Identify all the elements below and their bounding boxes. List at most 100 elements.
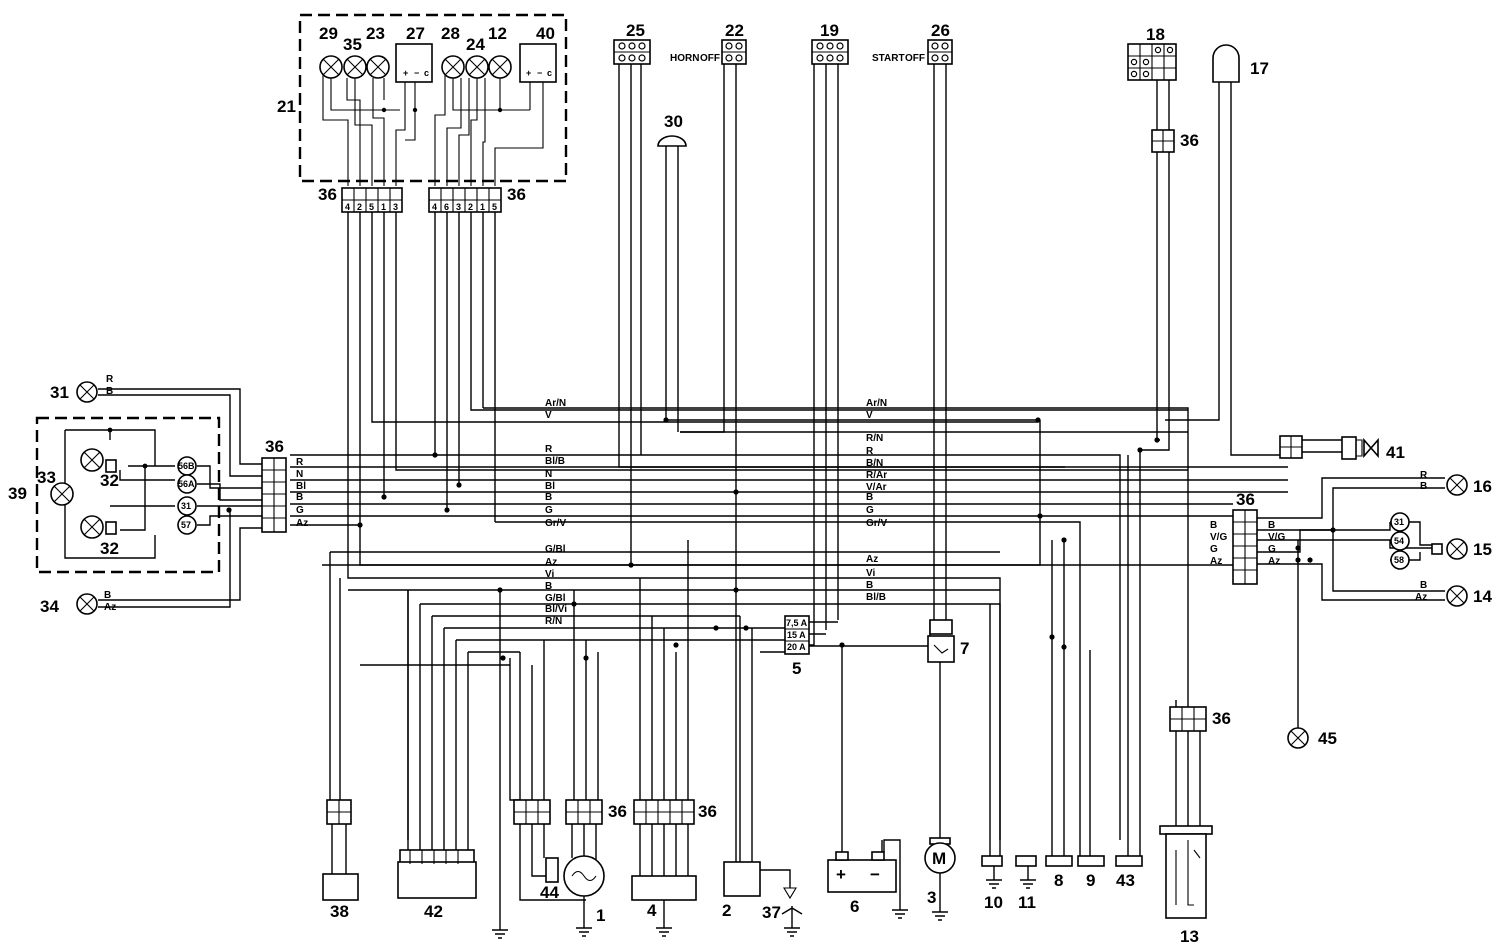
svg-text:6: 6 [850,897,859,916]
svg-text:Ar/N: Ar/N [545,398,566,409]
connector-36-left [341,187,403,213]
svg-text:11: 11 [1018,893,1036,912]
pin-56a: 56A [178,479,195,489]
gauge27-c: c [424,68,429,78]
component-38 [322,799,359,901]
svg-text:36: 36 [698,802,717,821]
svg-text:36: 36 [265,437,284,456]
svg-text:Az: Az [1268,556,1280,567]
connector-36-front [261,457,287,533]
svg-text:31: 31 [50,383,69,402]
alternator-1 [563,855,605,928]
svg-text:G: G [1268,544,1276,555]
svg-text:36: 36 [1180,131,1199,150]
component-4 [631,875,697,901]
svg-text:G: G [545,505,553,516]
svg-text:29: 29 [319,24,338,43]
svg-text:17: 17 [1250,59,1269,78]
svg-text:Gr/V: Gr/V [545,518,566,529]
svg-text:25: 25 [626,21,645,40]
main-bus [290,407,1288,860]
gauge40-plus: + [526,68,531,78]
svg-text:V: V [545,410,552,421]
svg-text:G/Bl: G/Bl [545,593,566,604]
pin-tail-31: 31 [1394,517,1404,527]
svg-text:26: 26 [931,21,950,40]
switch-22 [721,39,747,65]
pin-l4: 1 [381,202,386,212]
svg-text:Bl/B: Bl/B [545,456,565,467]
switch-19 [811,39,849,65]
connector-36-upper-right [1151,129,1175,153]
svg-text:5: 5 [792,659,801,678]
pin-tail-54: 54 [1394,536,1404,546]
front-wires [64,388,262,608]
svg-text:Bl: Bl [296,481,306,492]
svg-text:32: 32 [100,539,119,558]
svg-text:Az: Az [545,557,557,568]
svg-text:36: 36 [507,185,526,204]
svg-text:19: 19 [820,21,839,40]
svg-text:B: B [1268,520,1275,531]
battery-plus: + [836,865,846,884]
svg-text:R: R [1420,470,1428,481]
junction-dots [107,417,1336,661]
start-off-label: OFF [905,53,925,64]
svg-text:44: 44 [540,883,559,902]
pin-r4: 2 [468,202,473,212]
svg-text:2: 2 [722,901,731,920]
battery-6 [827,839,901,910]
svg-text:36: 36 [1236,490,1255,509]
svg-text:28: 28 [441,24,460,43]
relay-7 [927,619,955,663]
svg-text:R: R [545,444,553,455]
svg-text:V: V [866,410,873,421]
svg-text:Ar/N: Ar/N [866,398,887,409]
svg-text:15: 15 [1473,540,1492,559]
svg-text:23: 23 [366,24,385,43]
connector-36-fuel [1169,706,1207,732]
horn-off-label: OFF [700,53,720,64]
svg-text:R/N: R/N [545,616,562,627]
component-17 [1212,44,1240,83]
svg-text:R: R [866,446,874,457]
panel-wiring [322,75,544,186]
panel-lamps [319,43,557,83]
svg-text:10: 10 [984,893,1003,912]
svg-text:B: B [1420,481,1427,492]
pin-r6: 5 [492,202,497,212]
svg-text:36: 36 [608,802,627,821]
svg-text:18: 18 [1146,25,1165,44]
fuse-15a: 15 A [787,630,806,640]
svg-text:37: 37 [762,903,781,922]
component-numbers: 1 2 3 4 5 6 7 8 9 10 11 12 13 14 15 16 1… [8,21,1492,946]
component-44 [545,857,559,883]
svg-text:32: 32 [100,471,119,490]
svg-text:B: B [1210,520,1217,531]
svg-text:4: 4 [647,901,657,920]
svg-text:B: B [866,492,873,503]
svg-text:B: B [106,386,113,397]
svg-text:V/G: V/G [1268,532,1285,543]
rear-wires [1257,439,1445,601]
pin-r2: 6 [444,202,449,212]
svg-text:13: 13 [1180,927,1199,946]
switch-25 [613,39,651,65]
svg-text:21: 21 [277,97,296,116]
pin-r1: 4 [432,202,437,212]
svg-text:V/Ar: V/Ar [866,482,887,493]
svg-text:R: R [296,457,304,468]
svg-text:Az: Az [866,554,878,565]
svg-text:N: N [296,469,303,480]
svg-text:43: 43 [1116,871,1135,890]
svg-text:16: 16 [1473,477,1492,496]
svg-text:R/N: R/N [866,433,883,444]
svg-text:8: 8 [1054,871,1063,890]
pin-r3: 3 [456,202,461,212]
pin-57: 57 [181,520,191,530]
svg-text:14: 14 [1473,587,1492,606]
bulbs-32-33 [50,448,197,539]
headlight-enclosure [35,416,221,574]
gauge40-minus: − [537,68,542,78]
horn-label: HORN [670,53,699,64]
